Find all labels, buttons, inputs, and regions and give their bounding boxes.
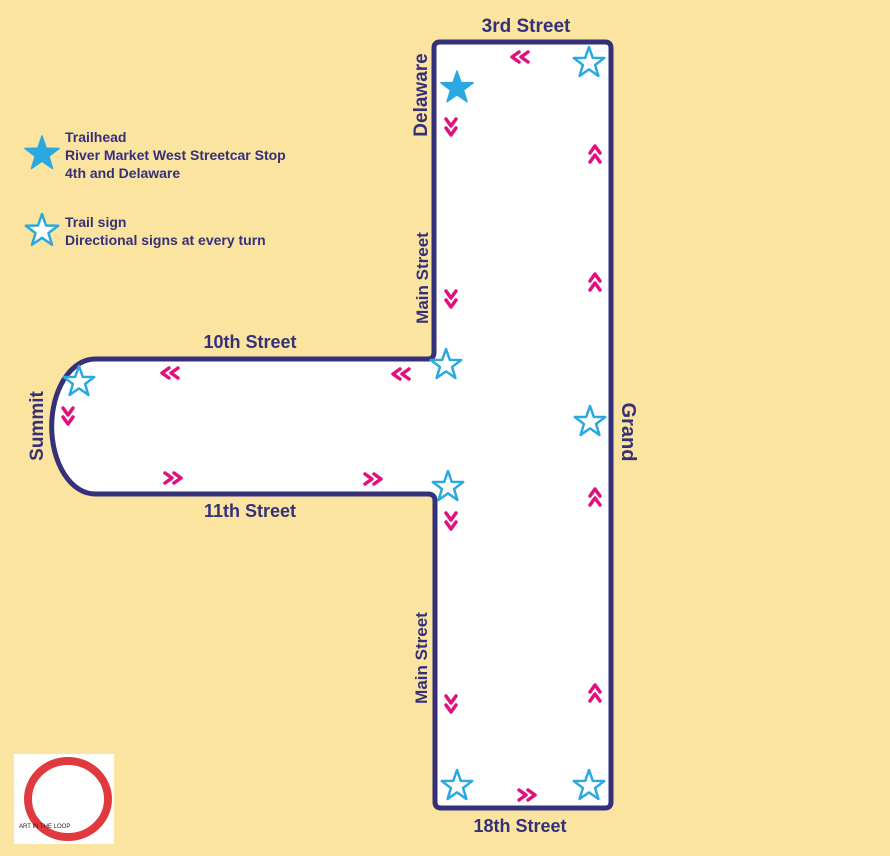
filled-star-icon xyxy=(24,135,60,170)
trailhead-star-icon xyxy=(440,70,474,103)
trail-signs xyxy=(62,45,607,801)
street-label-grand: Grand xyxy=(617,403,639,462)
street-label-summit: Summit xyxy=(27,390,48,460)
outline-star-icon xyxy=(429,347,463,380)
legend-trailhead-line2: 4th and Delaware xyxy=(65,165,180,181)
legend-trailsign-title: Trail sign xyxy=(65,214,126,230)
street-label-18th: 18th Street xyxy=(473,816,566,836)
trail-route xyxy=(49,39,614,811)
street-label-11th: 11th Street xyxy=(204,501,296,521)
legend-trailhead-line1: River Market West Streetcar Stop xyxy=(65,147,286,163)
street-label-3rd: 3rd Street xyxy=(482,16,571,37)
legend: Trailhead River Market West Streetcar St… xyxy=(24,129,286,248)
outline-star-icon xyxy=(24,212,60,246)
legend-trailsign-line1: Directional signs at every turn xyxy=(65,232,266,248)
street-label-main-south: Main Street xyxy=(412,612,431,704)
outline-star-icon xyxy=(62,364,96,397)
outline-star-icon xyxy=(431,469,465,502)
art-in-the-loop-logo: ART IN THE LOOP xyxy=(14,754,114,844)
outline-star-icon xyxy=(440,768,474,801)
outline-star-icon xyxy=(573,404,607,437)
outline-star-icon xyxy=(572,768,606,801)
street-label-delaware: Delaware xyxy=(411,53,432,136)
street-label-main-north: Main Street xyxy=(413,232,432,324)
logo-text: ART IN THE LOOP xyxy=(19,824,70,830)
street-label-10th: 10th Street xyxy=(203,332,296,352)
legend-trailhead-title: Trailhead xyxy=(65,129,126,145)
outline-star-icon xyxy=(572,45,606,78)
